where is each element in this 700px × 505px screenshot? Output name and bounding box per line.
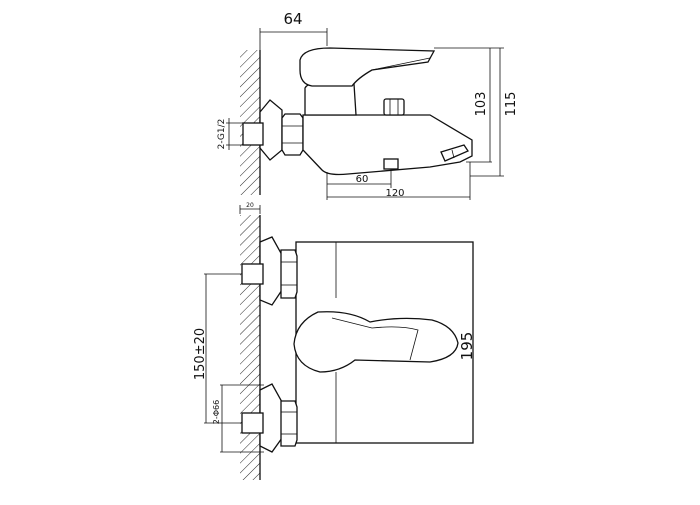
- dim-60: 60: [356, 174, 369, 185]
- hex-nut-upper: [280, 249, 298, 299]
- hex-nut-top: [281, 113, 304, 156]
- lever-handle-side: [299, 47, 436, 87]
- wall-section-bottom: [240, 215, 260, 480]
- front-view: [240, 215, 474, 480]
- dim-120: 120: [385, 188, 404, 199]
- hex-nut-lower: [280, 400, 298, 447]
- dim-115: 115: [504, 92, 519, 117]
- bottom-outlet: [383, 158, 399, 170]
- cartridge-housing: [304, 83, 357, 116]
- dim-20: 20: [246, 202, 254, 209]
- inlet-pipe-top: [242, 122, 264, 146]
- diverter-knob: [383, 98, 405, 116]
- dimensions-top: 64 103 115 60 120 2-G1/2: [217, 10, 519, 200]
- lever-handle-front: [293, 311, 459, 373]
- dim-103: 103: [474, 92, 489, 117]
- mixer-body-side: [302, 114, 473, 176]
- side-view: [240, 47, 473, 195]
- aerator: [440, 144, 469, 162]
- dim-thread: 2-G1/2: [217, 119, 227, 150]
- dim-150: 150±20: [193, 328, 208, 380]
- dim-64: 64: [283, 10, 302, 28]
- inlet-pipe-lower: [241, 412, 264, 434]
- dim-195: 195: [458, 332, 476, 361]
- inlet-pipe-upper: [241, 263, 264, 285]
- dim-phi66: 2-Φ66: [212, 400, 221, 424]
- dimensions-bottom: 20 150±20 2-Φ66 195: [193, 202, 476, 453]
